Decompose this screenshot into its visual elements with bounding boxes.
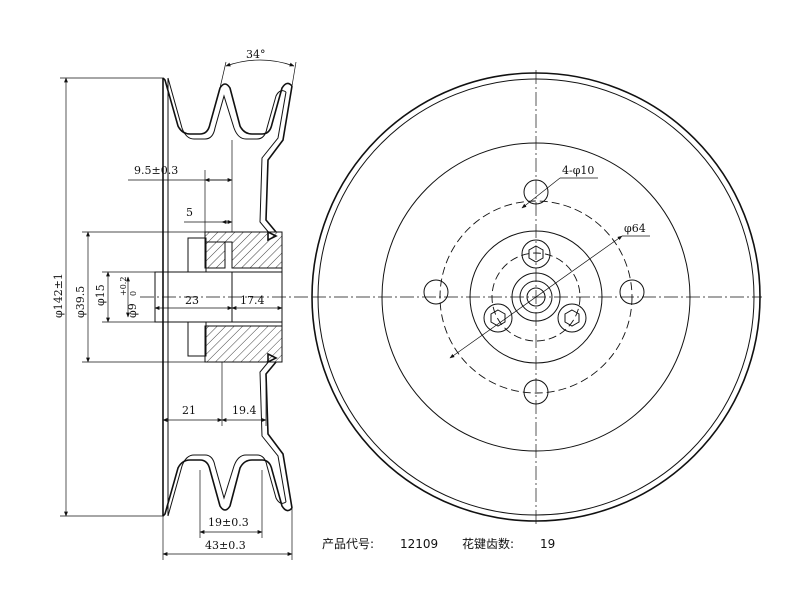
hub-left-step [187, 237, 207, 273]
product-code-label: 产品代号: [322, 537, 374, 551]
caption: 产品代号: 12109 花键齿数: 19 [322, 536, 555, 551]
groove-profile-bottom-inner [167, 454, 287, 517]
bore-length-label: 23 [185, 294, 199, 307]
hub-left-step-bottom [187, 321, 207, 357]
hub-section-mid-top [204, 241, 226, 269]
mount-hole-bottom [523, 379, 549, 405]
mount-hole-left [423, 279, 449, 305]
hub-step-label: 5 [186, 206, 193, 219]
groove-profile-top [162, 77, 293, 135]
web-bottom [265, 361, 293, 509]
right-length-label: 19.4 [232, 404, 257, 417]
section-view: 34° 9.5±0.3 5 φ142±1 φ39.5 φ15 φ9 +0.2 0 [52, 48, 310, 560]
groove-profile-bottom [162, 459, 293, 517]
hub-length-label: 17.4 [240, 294, 265, 307]
bolt-hole-left [483, 303, 513, 333]
groove-pitch-label: 19±0.3 [208, 516, 249, 529]
angle-arc [225, 59, 295, 67]
spline-marker-bottom [267, 352, 278, 364]
pcd-leader [449, 235, 623, 359]
front-view: 4-φ10 φ64 [311, 70, 762, 525]
web-bottom-inner [259, 359, 287, 503]
spline-teeth-label: 花键齿数: [462, 536, 514, 551]
hole-callout-label: 4-φ10 [562, 164, 594, 177]
angle-label: 34° [246, 48, 266, 61]
hole-leader [521, 177, 561, 209]
bore-diameter-label: φ15 [94, 284, 107, 306]
hub-section-bottom [204, 325, 283, 363]
left-length-label: 21 [182, 404, 196, 417]
pcd-label: φ64 [624, 222, 646, 235]
mount-hole-top [523, 179, 549, 205]
groove-profile-top-inner [167, 77, 287, 140]
groove-offset-label: 9.5±0.3 [134, 164, 178, 177]
bolt-hole-right [557, 303, 587, 333]
bore-small-diameter-label: φ9 [126, 303, 139, 318]
bore-tol-upper: +0.2 [119, 277, 128, 296]
product-code-value: 12109 [400, 537, 438, 551]
outer-diameter-label: φ142±1 [52, 273, 65, 318]
web-top-inner [259, 91, 287, 235]
overall-width-label: 43±0.3 [205, 539, 246, 552]
bore-tol-lower: 0 [129, 291, 138, 296]
spline-marker-top [267, 230, 278, 242]
hub-diameter-label: φ39.5 [74, 286, 87, 318]
web-top [265, 85, 293, 233]
spline-teeth-value: 19 [540, 537, 555, 551]
